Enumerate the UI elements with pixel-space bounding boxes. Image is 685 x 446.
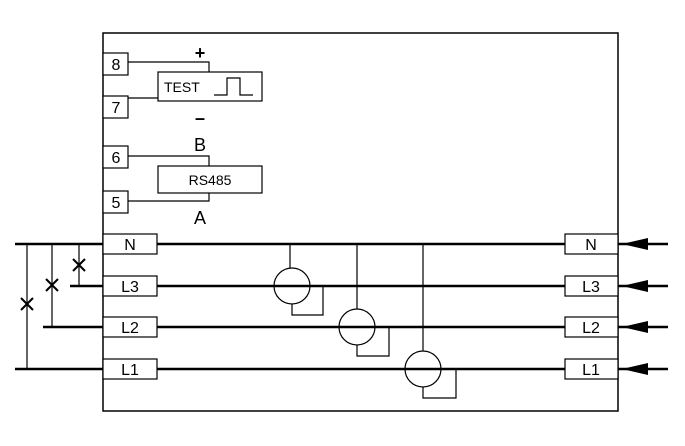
test-output-box (157, 71, 263, 102)
right-n-label: N (585, 237, 597, 254)
terminal-block: 8 7 6 5 (102, 52, 129, 214)
test-output: TEST + – (128, 43, 263, 128)
terminal-5-label: 5 (112, 195, 121, 212)
terminal-8-label: 8 (112, 57, 121, 74)
l1-supply-arrow-icon (622, 363, 648, 375)
supply-arrows (618, 238, 668, 375)
right-l1-label: L1 (582, 362, 600, 379)
fuse-cross-l1 (20, 297, 34, 311)
right-line-terminals: N L3 L2 L1 (564, 233, 619, 380)
ct-l1-coil-icon (404, 350, 442, 388)
left-n-label: N (124, 237, 136, 254)
left-l1-label: L1 (121, 362, 139, 379)
left-l1-box (102, 358, 158, 380)
rs485-b-wire (128, 155, 210, 166)
meter-enclosure (102, 32, 619, 412)
rs485-port: RS485 B A (128, 135, 263, 228)
terminal-7-box (102, 95, 129, 119)
current-transformers (273, 244, 457, 399)
terminal-6-box (102, 145, 129, 169)
ct-l3-coil-icon (273, 267, 311, 305)
left-l2-box (102, 316, 158, 338)
pulse-icon (214, 77, 253, 96)
rs485-a-label: A (194, 208, 206, 228)
load-connections (20, 244, 86, 369)
ct-l2-secondary (356, 327, 390, 357)
right-l2-label: L2 (582, 320, 600, 337)
test-output-label: TEST (164, 79, 200, 95)
l3-supply-arrow-icon (622, 280, 648, 292)
test-plus-wire (128, 61, 210, 72)
ct-l2-coil-icon (338, 308, 376, 346)
rs485-box (157, 165, 263, 194)
terminal-8-box (102, 52, 129, 76)
left-line-terminals: N L3 L2 L1 (102, 233, 158, 380)
left-n-box (102, 233, 158, 255)
ct-l1-secondary (422, 369, 457, 399)
left-l3-label: L3 (121, 279, 139, 296)
rs485-a-wire (128, 193, 210, 202)
n-supply-arrow-icon (622, 238, 648, 250)
left-l3-box (102, 275, 158, 297)
rs485-label: RS485 (189, 172, 232, 188)
fuse-cross-l2 (45, 278, 59, 292)
ct-l3-secondary (291, 286, 324, 316)
test-minus-sign: – (195, 108, 205, 128)
terminal-6-label: 6 (112, 150, 121, 167)
l2-supply-arrow-icon (622, 321, 648, 333)
left-l2-label: L2 (121, 320, 139, 337)
terminal-5-box (102, 190, 129, 214)
right-l3-label: L3 (582, 279, 600, 296)
fuse-cross-l3 (72, 258, 86, 272)
test-plus-sign: + (195, 43, 206, 63)
terminal-7-label: 7 (112, 100, 121, 117)
rs485-b-label: B (194, 135, 206, 155)
